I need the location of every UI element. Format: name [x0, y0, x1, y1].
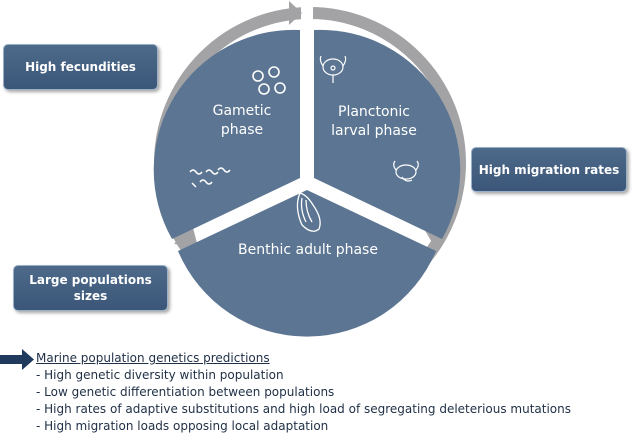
predictions-title: Marine population genetics predictions — [36, 351, 270, 365]
callout-high-fecundities: High fecundities — [3, 44, 158, 90]
arrowhead-top-icon — [289, 1, 302, 25]
phase-disc — [153, 29, 461, 337]
label-benthic-text: Benthic adult phase — [238, 242, 378, 258]
label-larval-text: Planctonic larval phase — [331, 104, 417, 139]
sector-benthic — [178, 190, 436, 337]
label-benthic-phase: Benthic adult phase — [228, 241, 388, 260]
prediction-item: - Low genetic differentiation between po… — [36, 385, 335, 399]
sector-larval — [314, 29, 461, 240]
gametes-icon — [252, 66, 286, 95]
callout-high-migration-rates-text: High migration rates — [478, 162, 620, 177]
callout-high-migration-rates: High migration rates — [471, 147, 627, 192]
callout-high-fecundities-text: High fecundities — [25, 60, 136, 74]
larva-icon-2 — [393, 160, 419, 182]
sperm-icon — [189, 167, 231, 188]
mussel-icon — [296, 192, 321, 232]
sector-gametic — [153, 29, 300, 240]
callout-large-populations-sizes: Large populations sizes — [13, 265, 168, 311]
label-larval-phase: Planctonic larval phase — [318, 103, 430, 141]
prediction-item: - High rates of adaptive substitutions a… — [36, 402, 572, 416]
label-gametic-text: Gametic phase — [212, 103, 272, 138]
larva-icon — [319, 55, 347, 83]
predictions-block: Marine population genetics predictions -… — [36, 350, 632, 435]
callout-large-populations-sizes-text: Large populations sizes — [29, 273, 152, 303]
arrowhead-left-icon — [174, 224, 198, 247]
prediction-item: - High genetic diversity within populati… — [36, 368, 284, 382]
label-gametic-phase: Gametic phase — [190, 102, 294, 140]
arrow-right-icon — [0, 349, 34, 370]
prediction-item: - High migration loads opposing local ad… — [36, 419, 329, 433]
ring-gaps — [301, 2, 313, 24]
